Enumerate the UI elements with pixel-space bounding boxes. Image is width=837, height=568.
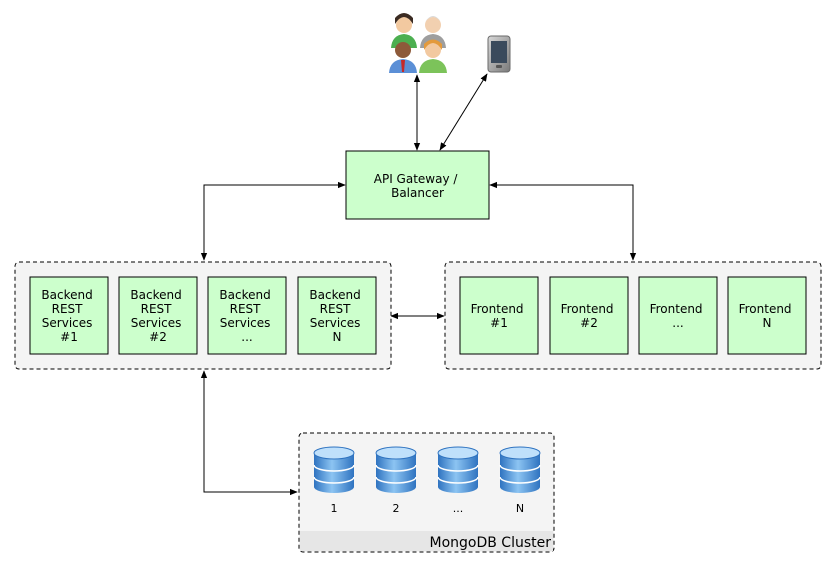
db-node-label: 1 <box>331 502 338 515</box>
db-node-label: N <box>516 502 524 515</box>
mobile-phone-icon <box>487 35 511 73</box>
api-gateway-box: API Gateway / Balancer <box>345 150 490 220</box>
frontend-label-line: Frontend <box>650 302 703 316</box>
backend-label-line: Backend <box>219 288 270 302</box>
frontend-box: Frontend #2 <box>549 276 629 355</box>
svg-text:Frontend #1: Frontend #1 <box>471 302 528 330</box>
gateway-frontend-connector <box>489 181 637 261</box>
backend-label-line: #2 <box>149 330 167 344</box>
backend-mongodb-connector <box>200 370 298 496</box>
svg-text:Backend REST S: Backend REST Services N <box>309 288 364 344</box>
backend-label-line: Services <box>220 316 271 330</box>
backend-label-line: Backend <box>41 288 92 302</box>
backend-label-line: Backend <box>309 288 360 302</box>
backend-label-line: Services <box>310 316 361 330</box>
svg-text:Frontend N: Frontend N <box>739 302 796 330</box>
frontend-label-line: #1 <box>490 316 508 330</box>
svg-text:Backend REST S: Backend REST Services #1 <box>41 288 96 344</box>
frontends-group: Frontend #1 Frontend #2 Frontend ... Fro… <box>444 261 822 370</box>
frontend-label-line: ... <box>672 316 683 330</box>
backend-service-box: Backend REST Services ... <box>207 276 287 355</box>
backend-services-group: Backend REST Services #1 Backend REST Se… <box>14 261 392 370</box>
frontend-label-line: N <box>763 316 772 330</box>
backend-label-line: REST <box>320 302 352 316</box>
phone-gateway-connector <box>439 73 488 151</box>
frontend-box: Frontend ... <box>638 276 718 355</box>
backend-service-box: Backend REST Services #1 <box>29 276 109 355</box>
frontend-box: Frontend #1 <box>459 276 539 355</box>
svg-text:Frontend #2: Frontend #2 <box>561 302 618 330</box>
backend-label-line: N <box>333 330 342 344</box>
backend-label-line: ... <box>241 330 252 344</box>
backend-label-line: REST <box>141 302 173 316</box>
db-node-label: ... <box>453 502 464 515</box>
backend-label-line: Backend <box>130 288 181 302</box>
database-icon <box>313 446 355 493</box>
backend-label-line: Services <box>131 316 182 330</box>
backend-service-box: Backend REST Services #2 <box>118 276 198 355</box>
backend-label-line: #1 <box>60 330 78 344</box>
frontend-label-line: Frontend <box>561 302 614 316</box>
connectors <box>200 73 637 496</box>
svg-text:Backend REST S: Backend REST Services ... <box>219 288 274 344</box>
backend-label-line: REST <box>52 302 84 316</box>
database-icon <box>375 446 417 493</box>
mongodb-cluster-label: MongoDB Cluster <box>430 535 552 551</box>
svg-text:Backend REST S: Backend REST Services #2 <box>130 288 185 344</box>
backend-label-line: REST <box>230 302 262 316</box>
gateway-backend-connector <box>200 181 346 261</box>
svg-text:Frontend ...: Frontend ... <box>650 302 707 330</box>
database-icon <box>499 446 541 493</box>
users-icon <box>389 13 447 73</box>
frontend-label-line: Frontend <box>471 302 524 316</box>
gateway-label-line: API Gateway / <box>374 172 459 186</box>
db-node-label: 2 <box>393 502 400 515</box>
backend-service-box: Backend REST Services N <box>297 276 377 355</box>
frontend-label-line: Frontend <box>739 302 792 316</box>
svg-text:API Gateway / Balancer: API Gateway / Balancer <box>374 172 462 200</box>
mongodb-cluster-group: MongoDB Cluster 1 2 ... N <box>298 432 555 553</box>
database-icon <box>437 446 479 493</box>
frontend-box: Frontend N <box>727 276 807 355</box>
gateway-label-line: Balancer <box>391 186 444 200</box>
backend-label-line: Services <box>42 316 93 330</box>
frontend-label-line: #2 <box>580 316 598 330</box>
